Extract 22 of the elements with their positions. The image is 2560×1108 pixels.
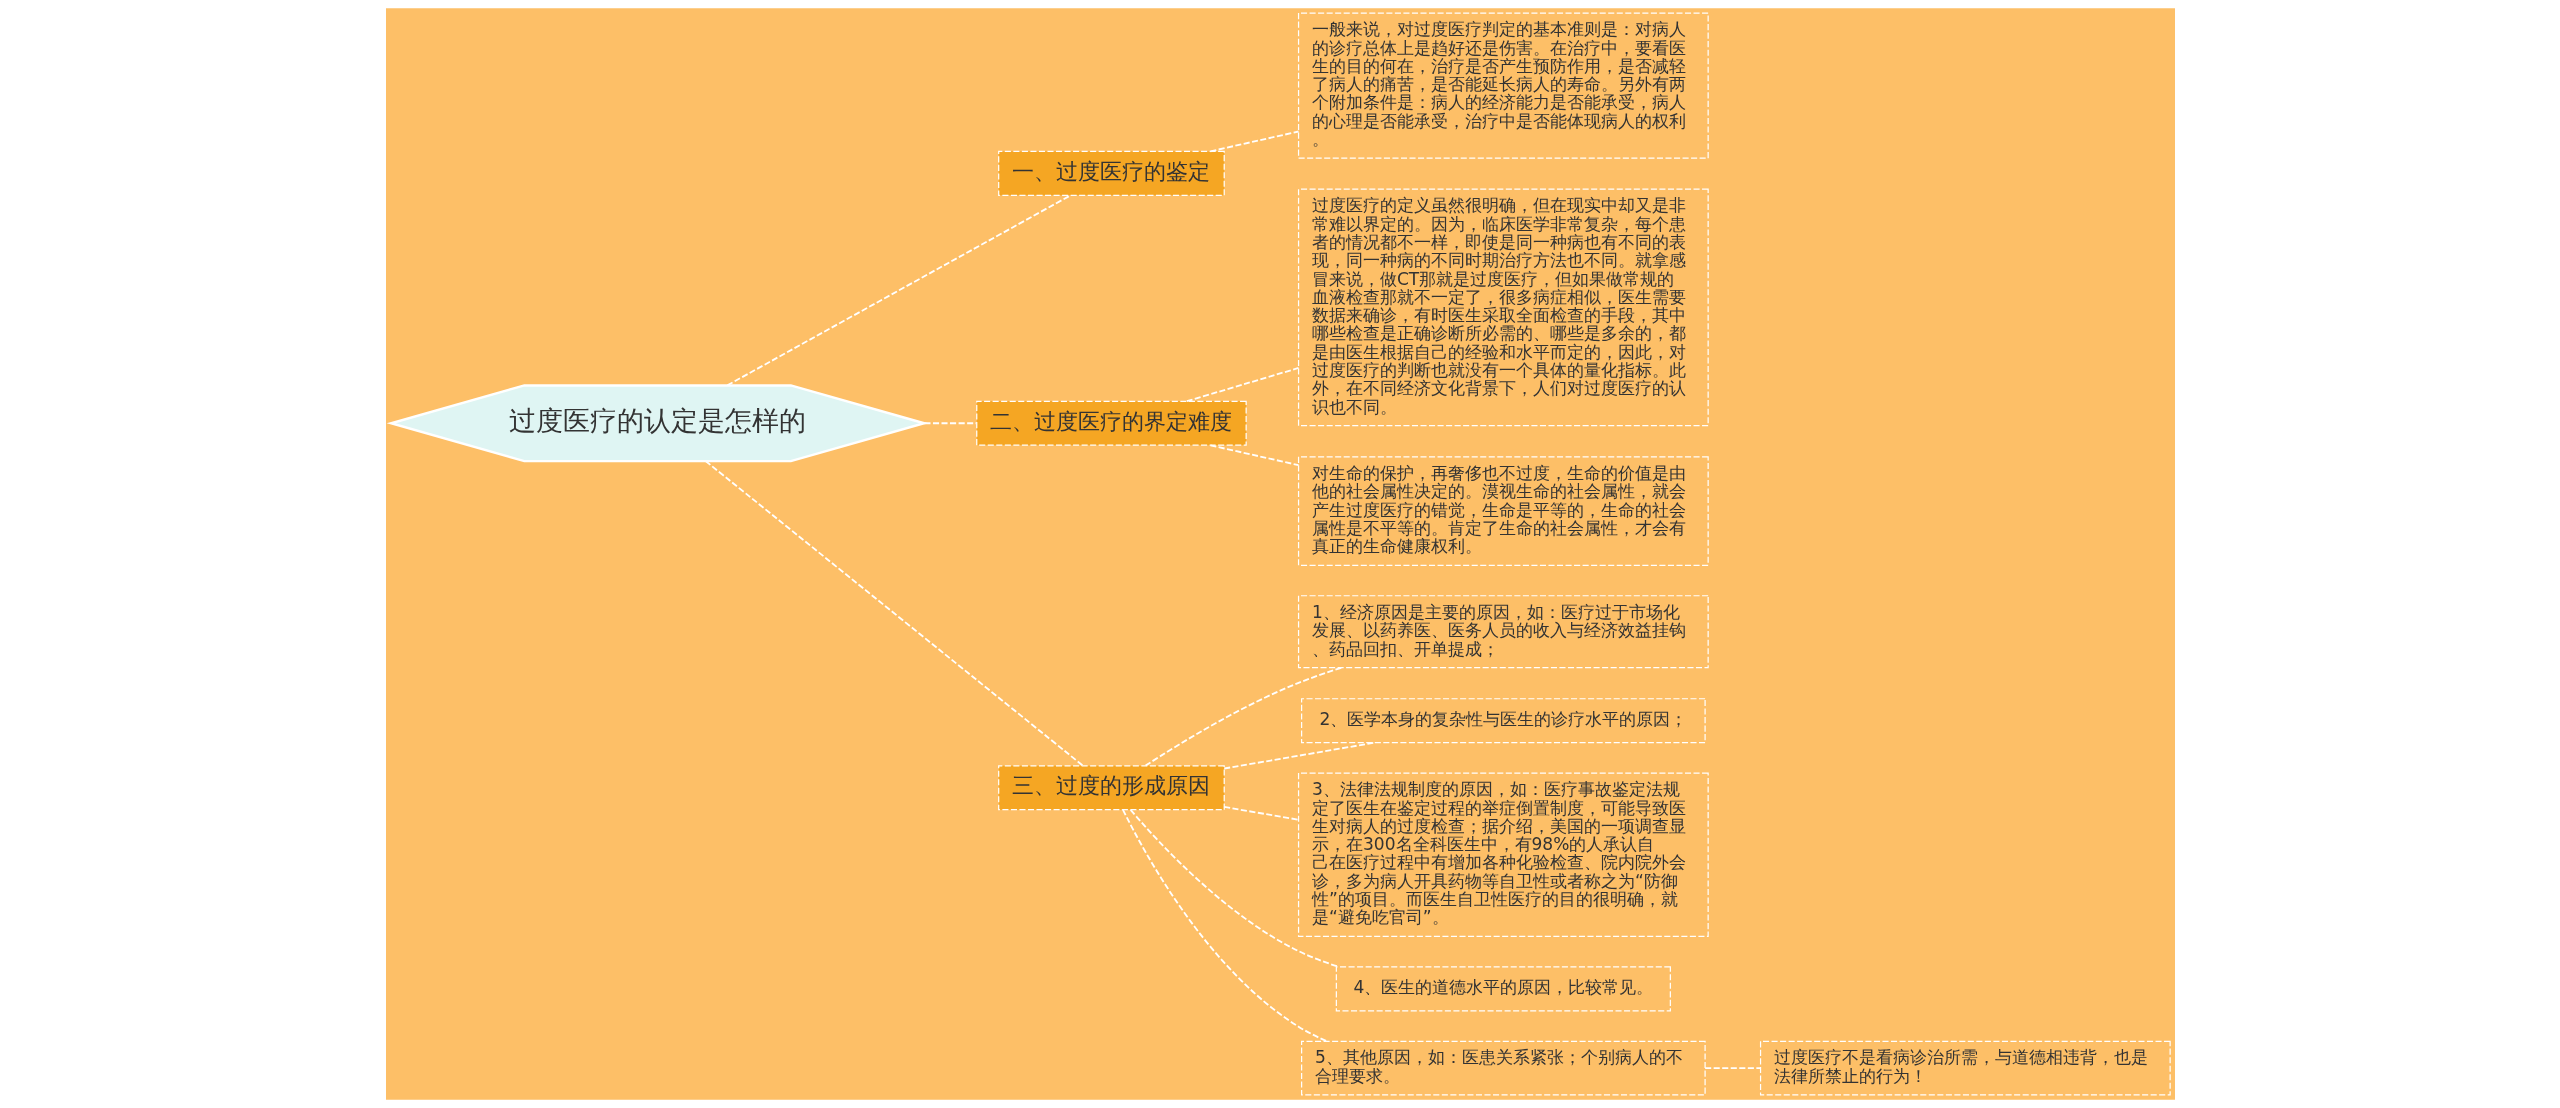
connector [1209, 444, 1299, 467]
node-box: 5、其他原因，如：医患关系紧张；个别病人的不合理要求。 [1300, 1040, 1706, 1096]
connector [1129, 808, 1340, 968]
connector [1222, 741, 1375, 770]
connector [704, 460, 1084, 767]
node-box: 一、过度医疗的鉴定 [997, 150, 1225, 196]
node-box: 对生命的保护，再奢侈也不过度，生命的价值是由他的社会属性决定的。漠视生命的社会属性，就会产生过度医疗的错觉，生命是平等的，生命的社会属性是不平等的。肯定了生命的社会属性，才会有真正的生命健康权利。 [1297, 456, 1709, 566]
node-box: 过度医疗的定义虽然很明确，但在现实中却又是非常难以界定的。因为，临床医学非常复杂，每个患者的情况都不一样，即使是同一种病也有不同的表现，同一种病的不同时期治疗方法也不同。就拿感冒来说，做CT那就是过度医疗，但如果做常规的血液检查那就不一定了，很多病症相似，医生需要数据来确诊，有时医生采取全面检查的手段，其中哪些检查是正确诊断所必需的、哪些是多余的，都是由医生根据自己的经验和水平而定的，因此，对过度医疗的判断也就没有一个具体的量化指标。此外，在不同经济文化背景下，人们对过度医疗的认识也不同。 [1297, 188, 1709, 427]
connector [725, 194, 1071, 387]
connector [1703, 1067, 1761, 1069]
node-box: 三、过度的形成原因 [997, 765, 1225, 811]
node-box: 一般来说，对过度医疗判定的基本准则是：对病人的诊疗总体上是趋好还是伤害。在治疗中，要看医生的目的何在，治疗是否产生预防作用，是否减轻了病人的痛苦，是否能延长病人的寿命。另外有两个附加条件是：病人的经济能力是否能承受，病人的心理是否能承受，治疗中是否能体现病人的权利。 [1297, 12, 1709, 159]
connector [1121, 808, 1328, 1043]
node-box: 4、医生的道德水平的原因，比较常见。 [1335, 966, 1671, 1012]
node-box: 过度医疗不是看病诊治所需，与道德相违背，也是法律所禁止的行为！ [1759, 1040, 2171, 1096]
node-box: 2、医学本身的复杂性与医生的诊疗水平的原因； [1300, 698, 1706, 744]
connector [1209, 130, 1299, 153]
connector [1222, 806, 1299, 821]
node-box: 3、法律法规制度的原因，如：医疗事故鉴定法规定了医生在鉴定过程的举症倒置制度，可能导致医生对病人的过度检查；据介绍，美国的一项调查显示，在300名全科医生中，有98%的人承认自己在医疗过程中有增加各种化验检查、院内院外会诊，多为病人开具药物等自卫性或者称之为“防御性”的项目。而医生自卫性医疗的目的很明确，就是“避免吃官司”。 [1297, 772, 1709, 938]
node-box: 1、经济原因是主要的原因，如：医疗过于市场化发展、以药养医、医务人员的收入与经济效益挂钩、药品回扣、开单提成； [1297, 595, 1709, 669]
node-box: 二、过度医疗的界定难度 [975, 400, 1247, 446]
connector [1185, 367, 1299, 403]
